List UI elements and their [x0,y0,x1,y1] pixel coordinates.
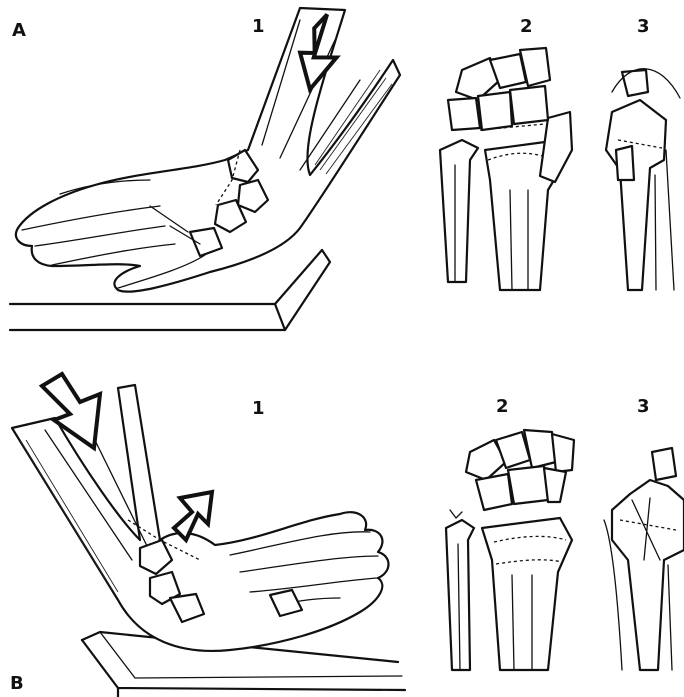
panel-a-view-3-bones [606,69,680,290]
panel-a-hand-forearm [16,8,400,292]
panel-b-view-2-bones [446,430,574,670]
panel-b-view-3-bones [604,448,684,670]
panel-a [10,8,680,330]
panel-b-displacement-arrow-icon [174,492,212,540]
panel-a-view-2-bones [440,48,572,290]
panel-b [12,374,684,697]
